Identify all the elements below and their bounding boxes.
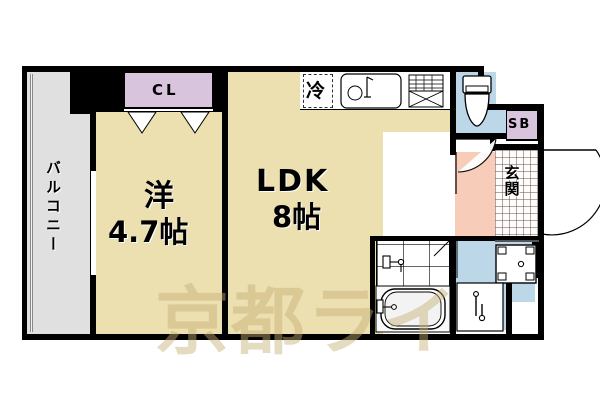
wall-washroom-top bbox=[450, 236, 538, 241]
wall-hall-left bbox=[450, 139, 456, 155]
kitchen-floor bbox=[300, 110, 460, 132]
closet-cl[interactable] bbox=[124, 72, 213, 108]
bathtub-icon bbox=[375, 285, 451, 333]
refrigerator-label: 冷 bbox=[306, 80, 326, 102]
balcony-label: バルコニー bbox=[44, 160, 62, 255]
genkan-step bbox=[495, 240, 539, 242]
cl-folding-doors bbox=[127, 111, 210, 134]
genkan-label: 玄関 bbox=[502, 165, 521, 201]
closet-cl-label: CL bbox=[152, 81, 179, 99]
genkan-floor bbox=[495, 150, 543, 242]
shower-mixer-icon bbox=[382, 255, 405, 272]
balcony-rail bbox=[30, 74, 33, 332]
wall-top bbox=[22, 66, 484, 72]
wall-closet-right bbox=[212, 66, 228, 112]
balcony-floor bbox=[22, 72, 96, 334]
sink-icon bbox=[340, 73, 402, 109]
genkan-text: 玄関 bbox=[502, 165, 521, 197]
closet-sb-label: SB bbox=[508, 117, 532, 132]
wall-bath-top bbox=[370, 236, 456, 241]
wall-toilet-bottom bbox=[450, 133, 512, 139]
washroom-door[interactable] bbox=[455, 240, 459, 280]
toilet-door[interactable] bbox=[456, 138, 500, 173]
refrigerator-slot bbox=[303, 74, 333, 108]
wall-bottom bbox=[22, 334, 543, 340]
washer-pan-icon bbox=[495, 244, 537, 284]
wall-genkan-right bbox=[538, 150, 544, 242]
wall-left bbox=[22, 66, 27, 340]
ldk-name: LDK bbox=[256, 164, 330, 199]
entrance-door[interactable] bbox=[540, 148, 600, 244]
cooktop-icon bbox=[408, 74, 444, 108]
vanity-icon bbox=[456, 282, 504, 332]
hall-to-ldk-door[interactable] bbox=[455, 152, 496, 198]
wall-balcony-notch bbox=[70, 72, 96, 114]
western-room-size: 4.7帖 bbox=[108, 215, 189, 249]
western-room-name: 洋 bbox=[144, 179, 176, 214]
closet-sb[interactable] bbox=[506, 110, 538, 140]
wall-sb-bottom bbox=[495, 144, 543, 150]
wall-ldk-right-top bbox=[450, 72, 456, 138]
wall-bath-left bbox=[370, 236, 375, 334]
toilet-icon bbox=[462, 75, 492, 127]
wall-closet-top bbox=[96, 66, 124, 112]
wall-room-divider bbox=[222, 108, 228, 334]
sb-door-line bbox=[506, 140, 538, 143]
western-room-floor bbox=[96, 112, 226, 334]
cl-door-track bbox=[124, 108, 213, 112]
ldk-size: 8帖 bbox=[272, 200, 322, 234]
wall-bath-right bbox=[450, 236, 456, 334]
balcony-sliding-door[interactable] bbox=[91, 170, 96, 276]
wall-washroom-step2 bbox=[506, 272, 512, 334]
bath-door[interactable] bbox=[432, 239, 452, 260]
